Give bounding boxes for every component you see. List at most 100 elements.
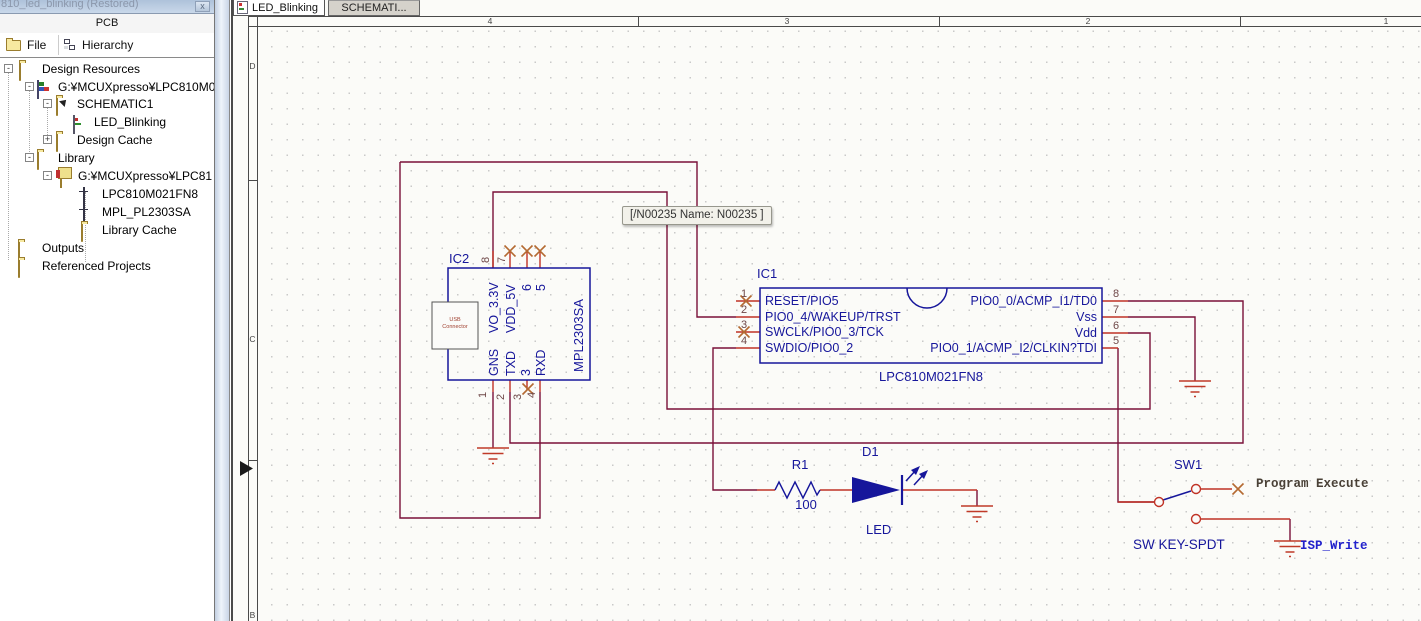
ic1-body[interactable] bbox=[759, 287, 1103, 364]
folder-icon bbox=[19, 62, 21, 81]
expand-toggle[interactable]: - bbox=[25, 153, 34, 162]
d1-refdes[interactable]: D1 bbox=[862, 444, 879, 459]
expand-toggle[interactable]: - bbox=[43, 171, 52, 180]
tree-item-mpl-pl2303sa[interactable]: MPL_PL2303SA bbox=[0, 203, 214, 224]
ic2-pin-number: 2 bbox=[495, 394, 507, 400]
ic2-pin-name: VO_3.3V bbox=[487, 282, 501, 333]
ic2-pin-name: RXD bbox=[534, 350, 548, 376]
ic2-pin-name: TXD bbox=[504, 351, 518, 376]
ic1-pin-number: 8 bbox=[1113, 288, 1119, 300]
no-connect-x[interactable] bbox=[503, 244, 1245, 496]
tree-item-label: G:¥MCUXpresso¥LPC81 bbox=[78, 169, 213, 183]
ic2-refdes[interactable]: IC2 bbox=[449, 251, 469, 266]
ic1-refdes[interactable]: IC1 bbox=[757, 266, 777, 281]
tab-schematic-label: SCHEMATI... bbox=[341, 2, 407, 14]
ic1-pin-number: 1 bbox=[741, 288, 747, 300]
switch-symbol[interactable] bbox=[1153, 483, 1202, 525]
net-tooltip: [/N00235 Name: N00235 ] bbox=[622, 206, 772, 225]
ruler-zone-3: 3 bbox=[784, 16, 790, 26]
tree-item-library-file[interactable]: - G:¥MCUXpresso¥LPC81 bbox=[0, 167, 214, 188]
tree-item-label: Outputs bbox=[42, 241, 85, 255]
tree-item-lpc810m021fn8[interactable]: LPC810M021FN8 bbox=[0, 185, 214, 206]
tree-item-label: MPL_PL2303SA bbox=[102, 205, 191, 219]
panel-header-pcb[interactable]: PCB bbox=[0, 14, 214, 34]
ic2-pin-number: 3 bbox=[512, 394, 524, 400]
tree-item-referenced-projects[interactable]: Referenced Projects bbox=[0, 257, 214, 278]
cursor-arrow bbox=[240, 461, 253, 476]
tab-led-blinking[interactable]: LED_Blinking bbox=[233, 0, 325, 16]
sheet-border-left-inner bbox=[257, 16, 258, 621]
tab-hierarchy-label: Hierarchy bbox=[82, 38, 134, 52]
expand-toggle[interactable]: - bbox=[4, 64, 13, 73]
tree-item-schematic1[interactable]: - SCHEMATIC1 bbox=[0, 95, 214, 116]
sheet-border-top-inner bbox=[248, 26, 1421, 27]
folder-icon bbox=[6, 37, 21, 51]
sw1-part-value[interactable]: SW KEY-SPDT bbox=[1133, 537, 1225, 552]
r1-value[interactable]: 100 bbox=[795, 497, 817, 512]
tree-item-library[interactable]: - Library bbox=[0, 149, 214, 170]
part-icon bbox=[83, 205, 85, 224]
ruler-zone-4: 4 bbox=[487, 16, 493, 26]
ic1-pin-number: 5 bbox=[1113, 335, 1119, 347]
folder-icon bbox=[18, 259, 20, 278]
tree-item-label: Library bbox=[58, 151, 95, 165]
tree-item-label: Referenced Projects bbox=[42, 259, 151, 273]
tree-connector bbox=[29, 82, 31, 152]
tree-item-outputs[interactable]: Outputs bbox=[0, 239, 214, 260]
d1-value[interactable]: LED bbox=[866, 522, 891, 537]
ic1-pin1-notch bbox=[906, 287, 948, 309]
ic1-pin-number: 7 bbox=[1113, 304, 1119, 316]
tree-item-design-resources[interactable]: - Design Resources bbox=[0, 60, 214, 81]
tree-item-label: G:¥MCUXpresso¥LPC810M0 bbox=[58, 80, 214, 94]
tree-item-design-cache[interactable]: + Design Cache bbox=[0, 131, 214, 152]
ic2-part-value[interactable]: MPL2303SA bbox=[571, 299, 586, 372]
zone-tick bbox=[1240, 16, 1241, 27]
panel-titlebar[interactable]: 810_led_blinking (Restored) bbox=[0, 0, 214, 14]
r1-refdes[interactable]: R1 bbox=[792, 457, 809, 472]
ruler-zone-1: 1 bbox=[1383, 16, 1389, 26]
panel-scrollbar[interactable] bbox=[215, 0, 230, 621]
tree-item-design-file[interactable]: - G:¥MCUXpresso¥LPC810M0 bbox=[0, 78, 214, 99]
usb-connector-label-2: Connector bbox=[442, 324, 468, 330]
folder-icon bbox=[37, 151, 39, 170]
net-label-program-execute[interactable]: Program Execute bbox=[1256, 477, 1369, 491]
expand-toggle[interactable]: - bbox=[25, 82, 34, 91]
sheet-border-top-outer bbox=[248, 16, 1421, 17]
close-button[interactable]: x bbox=[195, 1, 210, 12]
led-symbol[interactable] bbox=[852, 466, 928, 505]
ic2-pin-name: 6 bbox=[520, 284, 534, 291]
zone-tick bbox=[638, 16, 639, 27]
ruler-zone-C: C bbox=[249, 334, 256, 344]
folder-icon bbox=[18, 241, 20, 260]
resistor-symbol[interactable] bbox=[774, 480, 821, 500]
tab-hierarchy[interactable]: Hierarchy bbox=[64, 35, 164, 55]
zone-tick bbox=[939, 16, 940, 27]
ic2-pin-name: 5 bbox=[534, 284, 548, 291]
expand-toggle[interactable]: + bbox=[43, 134, 52, 144]
ground-symbol[interactable] bbox=[477, 380, 1306, 558]
ic2-pin-name: VDD_5V bbox=[504, 284, 518, 333]
net-label-isp-write[interactable]: ISP_Write bbox=[1300, 539, 1368, 553]
zone-tick bbox=[248, 460, 258, 461]
ic1-pin-name: PIO0_4/WAKEUP/TRST bbox=[765, 310, 901, 324]
part-icon bbox=[83, 187, 85, 206]
library-file-icon bbox=[60, 169, 62, 188]
schematic-page-icon bbox=[237, 1, 248, 14]
ic1-part-value[interactable]: LPC810M021FN8 bbox=[879, 369, 983, 384]
sw1-refdes[interactable]: SW1 bbox=[1174, 457, 1202, 472]
expand-toggle[interactable]: - bbox=[43, 99, 52, 108]
ic1-pin-name: RESET/PIO5 bbox=[765, 294, 839, 308]
pin-stubs[interactable] bbox=[492, 251, 1290, 520]
schematic-folder-icon bbox=[56, 97, 58, 116]
tree-item-label: LED_Blinking bbox=[94, 115, 167, 129]
usb-connector-box[interactable] bbox=[431, 301, 479, 350]
tree-item-library-cache[interactable]: Library Cache bbox=[0, 221, 214, 242]
hierarchy-icon bbox=[64, 39, 76, 51]
sheet-border-left-outer bbox=[248, 16, 249, 621]
tab-schematic[interactable]: SCHEMATI... bbox=[328, 0, 420, 16]
tab-file[interactable]: File bbox=[6, 35, 59, 55]
folder-icon bbox=[56, 133, 58, 152]
schematic-page-icon bbox=[73, 115, 75, 134]
tree-item-led-blinking[interactable]: LED_Blinking bbox=[0, 113, 214, 134]
